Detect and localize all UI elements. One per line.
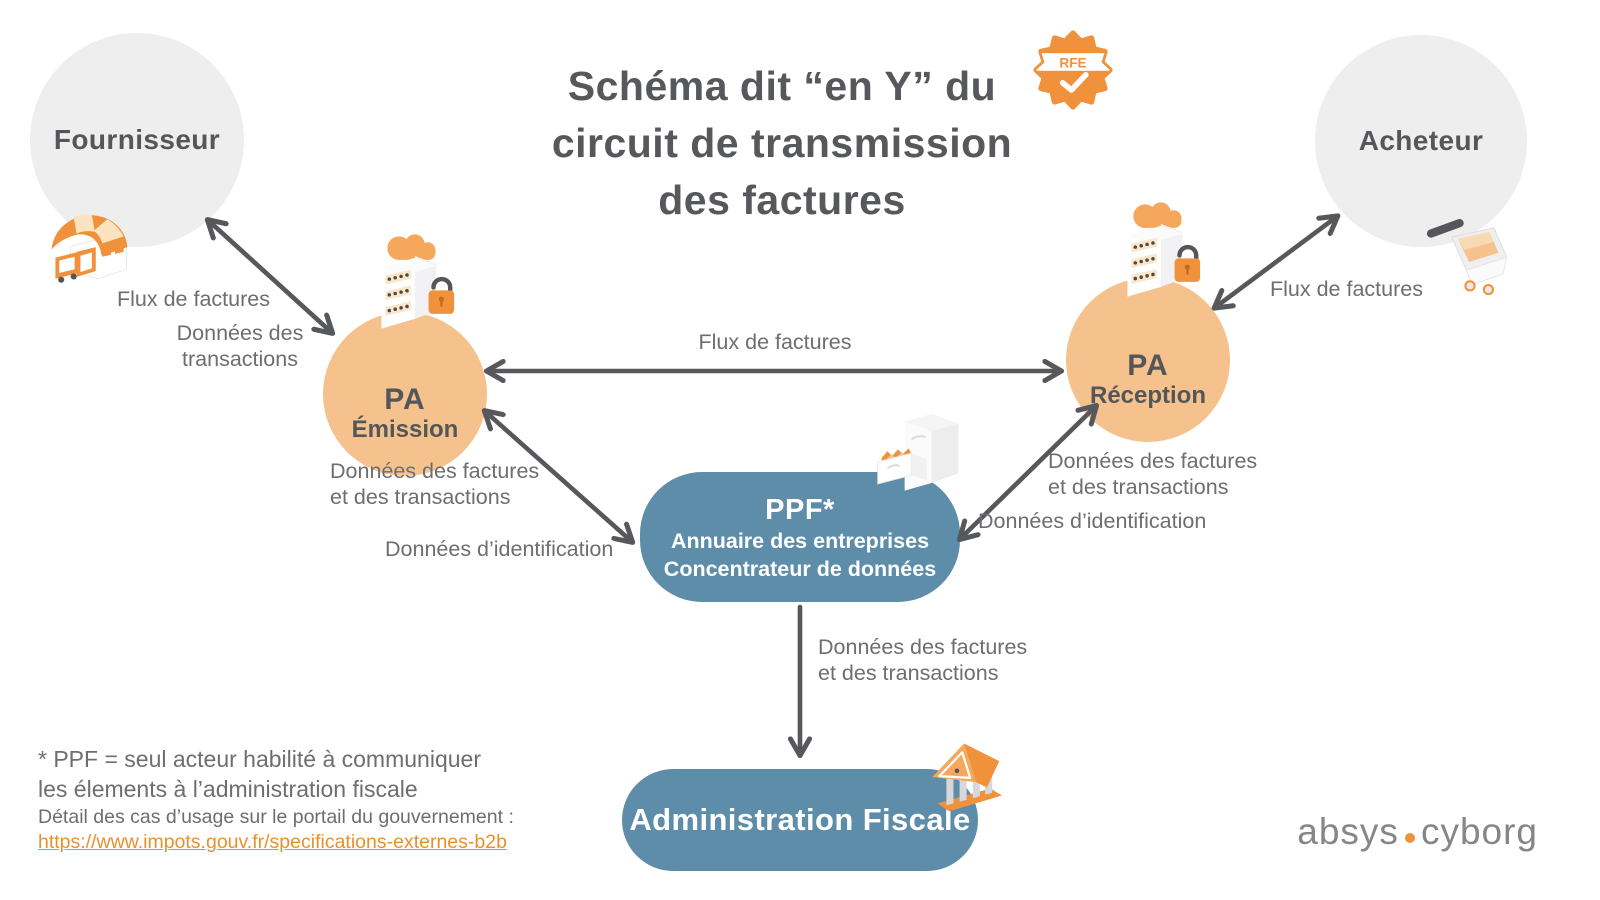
secure-platform-building-icon (381, 234, 455, 329)
store-icon (51, 214, 128, 283)
bank-icon (932, 743, 1002, 812)
node-acheteur-label: Acheteur (1358, 125, 1484, 156)
label-emission-ppf-identification: Données d’identification (385, 537, 614, 561)
node-administration-fiscale-label: Administration Fiscale (629, 802, 971, 837)
label-emission-ppf-donnees: Données des factures et des transactions (330, 459, 540, 509)
node-acheteur: Acheteur (1315, 35, 1527, 247)
label-flux-central: Flux de factures (698, 330, 852, 354)
node-administration-fiscale: Administration Fiscale (622, 769, 978, 871)
footnote-detail-text: Détail des cas d’usage sur le portail du… (38, 806, 514, 828)
logo-part2: cyborg (1420, 811, 1538, 852)
logo-part1: absys (1297, 811, 1399, 852)
node-pa-reception-name: Réception (1089, 382, 1206, 409)
node-pa-reception-acronym: PA (1127, 349, 1169, 382)
logo-dot (1404, 833, 1415, 843)
footnote-government-link[interactable]: https://www.impots.gouv.fr/specification… (38, 831, 507, 853)
badge-text: RFE (1059, 56, 1086, 71)
label-flux-acheteur: Flux de factures (1270, 277, 1423, 301)
shopping-cart-icon (1426, 219, 1508, 296)
node-ppf-acronym: PPF* (765, 494, 835, 526)
node-pa-emission: PA Émission (323, 312, 487, 476)
label-reception-ppf-donnees: Données des factures et des transactions (1048, 449, 1258, 499)
label-flux-fournisseur: Flux de factures (117, 287, 270, 311)
label-ppf-administration-donnees: Données des factures et des transactions (818, 635, 1028, 685)
page-title: Schéma dit “en Y” du circuit de transmis… (551, 63, 1013, 223)
badge-band (1036, 53, 1110, 71)
node-pa-emission-name: Émission (351, 416, 459, 443)
label-reception-ppf-identification: Données d’identification (978, 509, 1207, 533)
node-fournisseur-label: Fournisseur (53, 124, 221, 155)
label-donnees-transactions: Données des transactions (176, 321, 304, 371)
absys-cyborg-logo: absys cyborg (1297, 812, 1538, 852)
node-pa-reception: PA Réception (1066, 278, 1230, 442)
file-cabinet-icon (877, 413, 959, 491)
rfe-badge-icon: RFE (1033, 30, 1113, 110)
badge-check-icon (1059, 72, 1089, 93)
footnote-ppf-definition: * PPF = seul acteur habilité à communiqu… (38, 746, 481, 802)
secure-platform-building-icon (1127, 202, 1201, 297)
edge-fournisseur-pa-emission (210, 222, 330, 331)
node-ppf-line2: Annuaire des entreprises (670, 529, 930, 553)
node-ppf: PPF* Annuaire des entreprises Concentrat… (640, 472, 960, 602)
node-pa-emission-acronym: PA (384, 383, 426, 416)
node-ppf-line3: Concentrateur de données (663, 557, 937, 581)
node-fournisseur: Fournisseur (30, 33, 244, 247)
